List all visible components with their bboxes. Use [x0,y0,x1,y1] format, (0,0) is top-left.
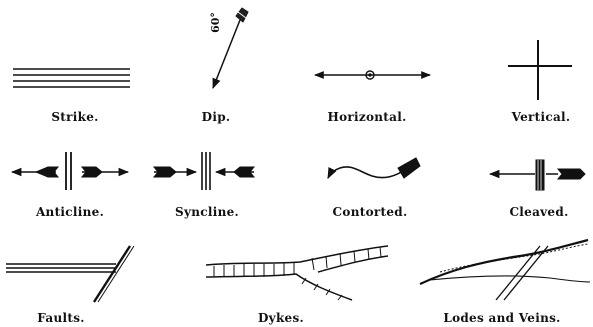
syncline-symbol [154,152,254,190]
contorted-label: Contorted. [333,205,408,219]
anticline-label: Anticline. [36,205,104,219]
dip-angle-label: 60° [209,12,222,33]
horizontal-label: Horizontal. [327,110,406,124]
strike-symbol [13,69,130,87]
dip-label: Dip. [202,110,231,124]
faults-label: Faults. [37,311,85,325]
vertical-symbol [508,40,572,100]
lodes-and-veins-label: Lodes and Veins. [443,311,560,325]
anticline-symbol [12,152,128,190]
contorted-symbol [328,158,420,178]
faults-symbol [6,246,134,302]
dykes-label: Dykes. [258,311,304,325]
lodes-and-veins-symbol [420,240,590,300]
strike-label: Strike. [51,110,98,124]
cleaved-label: Cleaved. [509,205,568,219]
syncline-label: Syncline. [175,205,239,219]
dykes-symbol [206,246,388,300]
horizontal-symbol [315,71,430,79]
vertical-label: Vertical. [512,110,571,124]
cleaved-symbol [490,160,585,190]
